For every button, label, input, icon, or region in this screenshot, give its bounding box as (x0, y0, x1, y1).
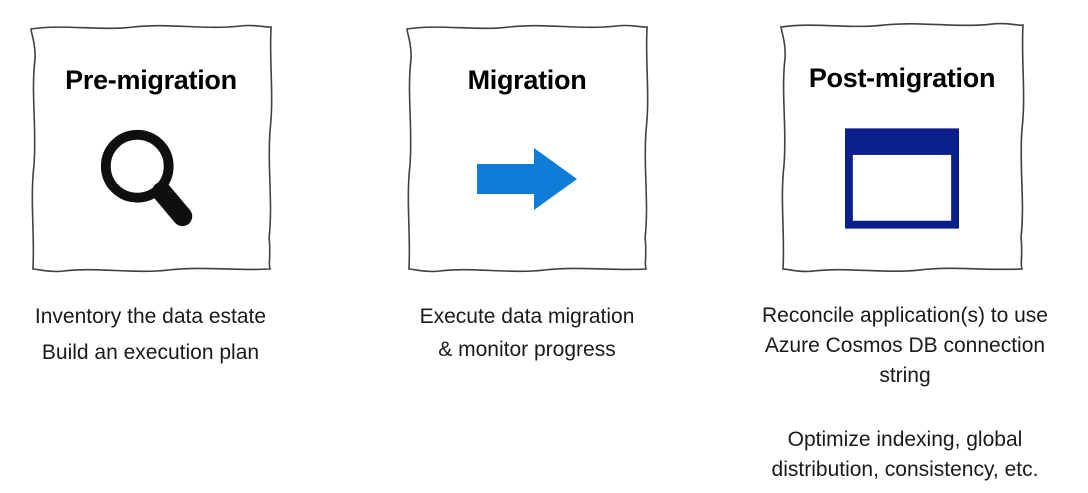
caption-line: Build an execution plan (41, 340, 260, 364)
search-icon (100, 130, 193, 227)
caption-line: Reconcile application(s) to use Azure Co… (762, 304, 1048, 388)
stage-title-pre-migration: Pre-migration (65, 65, 237, 95)
caption-line: Inventory the data estate (34, 305, 267, 328)
stage-caption-post-migration: Reconcile application(s) to use Azure Co… (733, 301, 1077, 488)
caption-line: Execute data migration & monitor progres… (419, 305, 635, 361)
stage-box-post-migration: Post-migration (772, 16, 1032, 278)
stage-title-post-migration: Post-migration (808, 63, 996, 93)
icon-area (477, 96, 577, 278)
stage-caption-pre-migration: Inventory the data estate Build an execu… (10, 301, 291, 372)
stage-caption-migration: Execute data migration & monitor progres… (397, 301, 657, 369)
browser-window-icon (845, 128, 959, 229)
caption-line: Optimize indexing, global distribution, … (771, 428, 1039, 482)
arrow-right-icon (477, 148, 577, 211)
stage-title-migration: Migration (467, 65, 587, 95)
stage-box-migration: Migration (398, 18, 656, 278)
icon-area (97, 96, 205, 278)
icon-area (845, 94, 959, 278)
stage-box-pre-migration: Pre-migration (22, 18, 280, 278)
